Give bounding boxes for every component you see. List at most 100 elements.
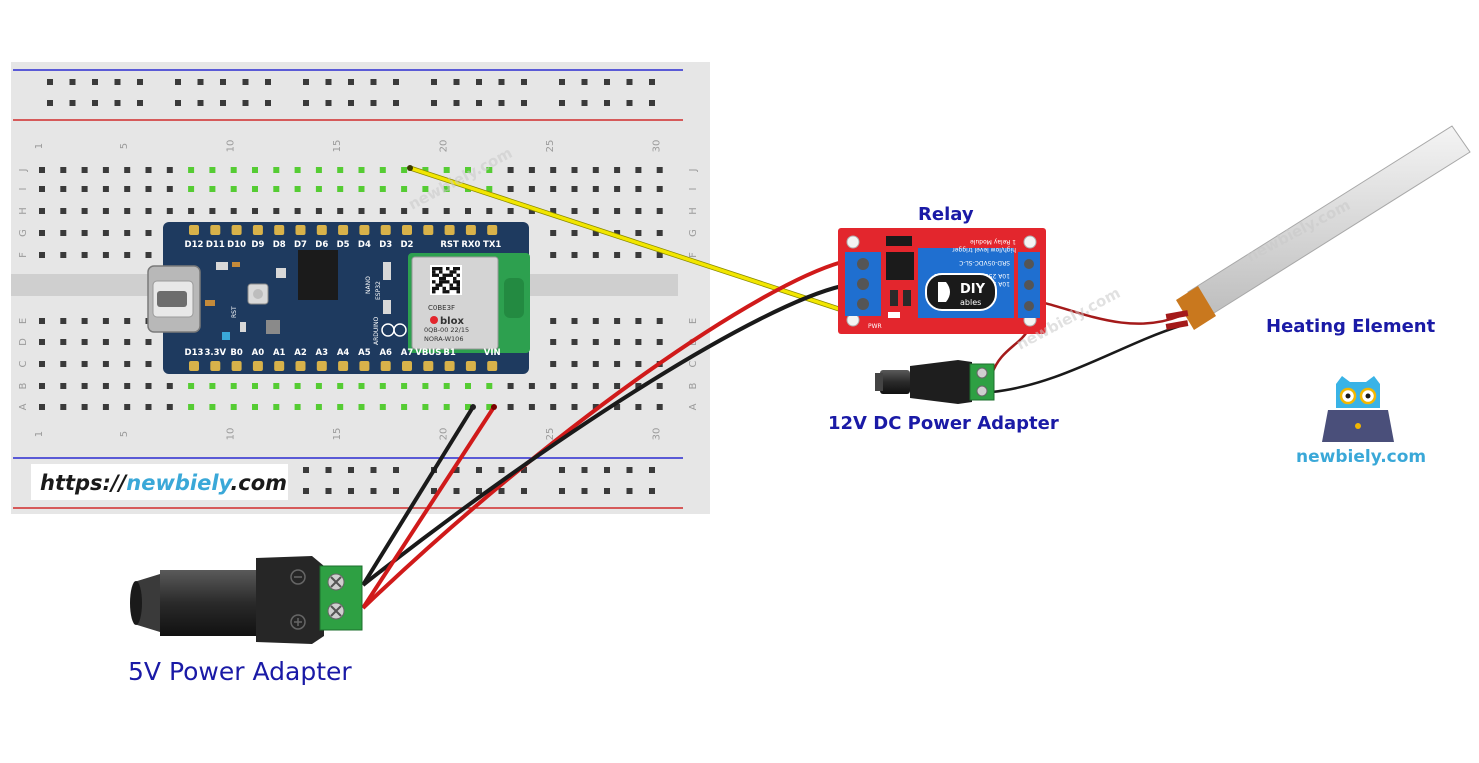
relay-module[interactable]: SRD-05VDC-SL-C 10A 250VAC 10A 125VAC 10A…	[838, 228, 1046, 334]
breadboard-hole	[528, 404, 535, 410]
breadboard-hole	[550, 230, 557, 236]
breadboard-hole	[124, 208, 131, 214]
rail-hole	[498, 467, 505, 473]
breadboard-hole	[124, 252, 131, 258]
board-header-pads	[189, 225, 498, 371]
breadboard-hole	[315, 208, 322, 214]
heating-element[interactable]	[1165, 125, 1471, 330]
breadboard-hole	[145, 404, 152, 410]
dc-5v-adapter[interactable]	[130, 556, 363, 644]
breadboard-hole	[592, 339, 599, 345]
rail-hole	[197, 100, 204, 106]
breadboard-hole	[315, 404, 322, 410]
relay-vcc-wire-red	[361, 260, 843, 610]
pin-label: D9	[251, 240, 264, 250]
breadboard-hole	[571, 339, 578, 345]
breadboard-hole	[443, 186, 450, 192]
breadboard-hole	[422, 167, 429, 173]
row-letter: F	[688, 252, 699, 258]
header-pad	[444, 225, 455, 235]
row-letter: A	[18, 403, 29, 410]
header-pad	[189, 225, 199, 235]
breadboard-hole	[379, 167, 386, 173]
breadboard-hole	[635, 230, 642, 236]
row-letter: F	[18, 252, 29, 258]
breadboard-hole	[465, 208, 471, 214]
pin-label: D4	[358, 240, 371, 250]
rail-hole	[393, 467, 399, 473]
qr-code	[432, 267, 460, 294]
rail-hole	[242, 100, 249, 106]
pin-label: D3	[379, 240, 392, 250]
dc-12v-adapter-label: 12V DC Power Adapter	[828, 413, 1059, 434]
breadboard-hole	[188, 208, 195, 214]
breadboard-hole	[635, 339, 642, 345]
breadboard-hole	[124, 361, 131, 367]
breadboard-hole	[102, 230, 109, 236]
rail-hole	[626, 488, 633, 494]
breadboard-hole	[39, 186, 45, 192]
pin-label: A3	[316, 348, 329, 358]
row-letter: G	[688, 229, 699, 237]
rail-hole	[69, 79, 76, 85]
breadboard-hole	[656, 230, 663, 236]
website-url-box[interactable]: https://newbiely.com	[31, 464, 288, 500]
breadboard-hole	[592, 186, 599, 192]
breadboard-hole	[230, 404, 237, 410]
breadboard-hole	[592, 167, 599, 173]
rail-hole	[114, 100, 121, 106]
column-number: 30	[652, 140, 663, 153]
breadboard-hole	[614, 186, 621, 192]
breadboard-hole	[145, 230, 152, 236]
breadboard-hole	[294, 383, 301, 389]
breadboard-hole	[102, 186, 109, 192]
side-text-esp32: ESP32	[375, 281, 382, 300]
rail-hole	[649, 488, 655, 494]
heating-element-label: Heating Element	[1266, 316, 1436, 337]
rail-hole	[325, 79, 332, 85]
rail-hole	[47, 79, 53, 85]
breadboard-hole	[507, 167, 514, 173]
arduino-nano-esp32[interactable]: C0BE3F 0QB-00 22/15 NORA-W106 blox NANO …	[147, 222, 530, 374]
rail-hole	[431, 488, 437, 494]
rail-hole	[498, 488, 505, 494]
dc-5v-adapter-label: 5V Power Adapter	[128, 657, 352, 686]
breadboard-hole	[401, 404, 408, 410]
breadboard-hole	[550, 404, 557, 410]
rail-hole	[175, 79, 181, 85]
breadboard-hole	[60, 318, 67, 324]
breadboard-hole	[358, 404, 365, 410]
trigger-jumper[interactable]	[886, 236, 912, 246]
breadboard-hole	[656, 167, 663, 173]
breadboard-hole	[422, 383, 429, 389]
breadboard-hole	[337, 404, 344, 410]
brand-label[interactable]: newbiely.com	[1296, 447, 1426, 467]
rail-hole	[325, 100, 332, 106]
breadboard-hole	[635, 186, 642, 192]
row-letter: B	[688, 382, 699, 389]
rail-hole	[175, 100, 181, 106]
breadboard-hole	[507, 186, 514, 192]
breadboard-hole	[614, 404, 621, 410]
pin-label: 3.3V	[204, 348, 226, 358]
breadboard-hole	[294, 167, 301, 173]
rail-hole	[453, 467, 460, 473]
rail-hole	[453, 100, 460, 106]
breadboard-hole	[60, 252, 67, 258]
breadboard-hole	[592, 383, 599, 389]
breadboard-hole	[124, 230, 131, 236]
row-letter: I	[18, 188, 29, 191]
rail-hole	[521, 488, 527, 494]
breadboard-hole	[443, 383, 450, 389]
breadboard-hole	[465, 383, 471, 389]
breadboard-hole	[486, 208, 493, 214]
breadboard-hole	[294, 186, 301, 192]
breadboard-hole	[209, 208, 216, 214]
rail-hole	[581, 100, 588, 106]
rail-hole	[649, 100, 655, 106]
breadboard-hole	[124, 404, 131, 410]
pin-label: D13	[185, 348, 204, 358]
dc-12v-adapter[interactable]	[875, 360, 995, 404]
breadboard-hole	[571, 404, 578, 410]
breadboard-hole	[401, 383, 408, 389]
